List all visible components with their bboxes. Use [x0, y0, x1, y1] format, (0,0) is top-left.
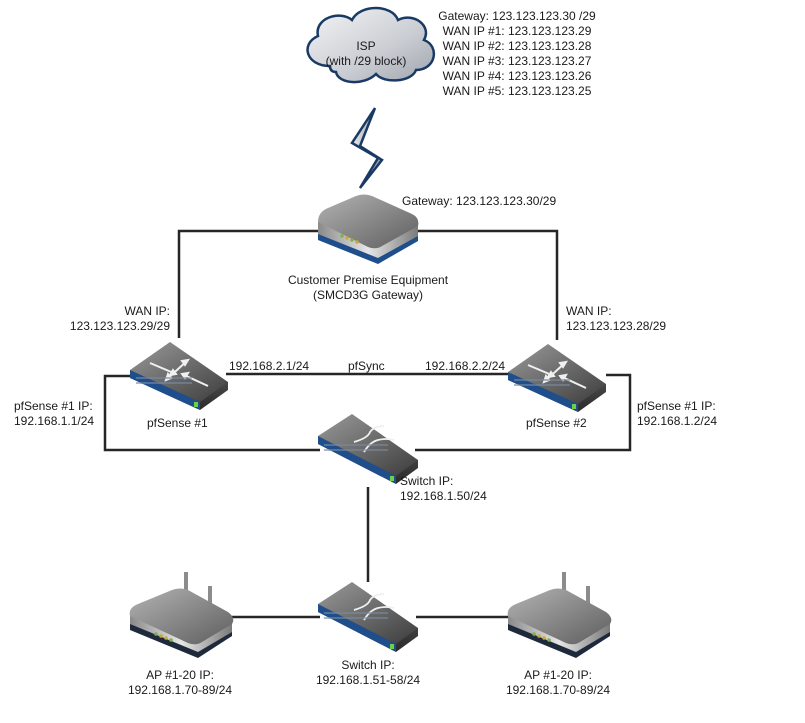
access-point-left-icon: [129, 572, 234, 658]
core-switch-label: Switch IP: 192.168.1.50/24: [400, 474, 487, 504]
wan-ip-2: WAN IP #2: 123.123.123.28: [442, 39, 592, 53]
ap-left-title: AP #1-20 IP:: [146, 668, 214, 682]
pfsense2-router-icon: [508, 344, 606, 412]
isp-label: ISP (with /29 block): [318, 39, 414, 69]
wan-ip-5: WAN IP #5: 123.123.123.25: [442, 84, 592, 98]
wan-link-lightning-icon: [350, 107, 384, 189]
isp-subtitle: (with /29 block): [325, 54, 407, 68]
pfsense1-name: pfSense #1: [147, 416, 208, 430]
isp-title: ISP: [356, 39, 376, 53]
pfsync-label: pfSync: [348, 359, 385, 373]
pfsense1-lan-ip: 192.168.1.1/24: [14, 414, 95, 428]
link-cpe-pfsense1: [177, 229, 320, 338]
cpe-name-line2: (SMCD3G Gateway): [312, 288, 424, 302]
pfsense1-lan-label: pfSense #1 IP: 192.168.1.1/24: [14, 399, 94, 429]
core-switch-icon: [318, 414, 418, 484]
wan-ip-1: WAN IP #1: 123.123.123.29: [442, 24, 592, 38]
cpe-name: Customer Premise Equipment (SMCD3G Gatew…: [268, 273, 468, 303]
pfsense2-sync-ip: 192.168.2.2/24: [425, 359, 506, 373]
pfsense2-wan-ip: 123.123.123.28/29: [566, 319, 667, 333]
pfsense1-router-icon: [130, 342, 228, 410]
core-switch-title: Switch IP:: [400, 474, 454, 488]
links: [103, 229, 632, 619]
access-point-right-icon: [507, 572, 612, 658]
pfsense2-lan-ip: 192.168.1.2/24: [637, 414, 718, 428]
cpe-gateway-label: Gateway: 123.123.123.30/29: [402, 194, 557, 208]
link-pfsense2-core-switch: [415, 373, 632, 452]
pfsense1-wan-label: WAN IP: 123.123.123.29/29: [40, 304, 170, 334]
pfsense2-lan-title: pfSense #1 IP:: [637, 399, 716, 413]
pfsense2-wan-label: WAN IP: 123.123.123.28/29: [566, 304, 666, 334]
pfsense1-lan-title: pfSense #1 IP:: [14, 399, 93, 413]
isp-ip-block: Gateway: 123.123.123.30 /29 WAN IP #1: 1…: [425, 9, 609, 99]
pfsense1-wan-ip: 123.123.123.29/29: [69, 319, 170, 333]
pfsense2-name: pfSense #2: [526, 416, 587, 430]
ap-right-title: AP #1-20 IP:: [524, 668, 592, 682]
isp-gateway: Gateway: 123.123.123.30 /29: [438, 9, 596, 23]
wan-ip-4: WAN IP #4: 123.123.123.26: [442, 69, 592, 83]
pfsense1-sync-ip: 192.168.2.1/24: [229, 359, 310, 373]
cpe-gateway-icon: [318, 194, 419, 264]
link-pfsense1-core-switch: [103, 374, 320, 452]
access-switch-label: Switch IP: 192.168.1.51-58/24: [298, 658, 438, 688]
access-switch-icon: [318, 582, 418, 652]
pfsense1-wan-title: WAN IP:: [124, 304, 170, 318]
wan-ip-3: WAN IP #3: 123.123.123.27: [442, 54, 592, 68]
link-cpe-pfsense2: [418, 229, 559, 340]
ap-right-label: AP #1-20 IP: 192.168.1.70-89/24: [488, 668, 628, 698]
core-switch-ip: 192.168.1.50/24: [400, 489, 487, 503]
ap-right-ip: 192.168.1.70-89/24: [505, 683, 611, 697]
access-switch-title: Switch IP:: [341, 658, 395, 672]
pfsense2-wan-title: WAN IP:: [566, 304, 612, 318]
access-switch-ip: 192.168.1.51-58/24: [315, 673, 421, 687]
cpe-name-line1: Customer Premise Equipment: [287, 273, 449, 287]
ap-left-label: AP #1-20 IP: 192.168.1.70-89/24: [110, 668, 250, 698]
ap-left-ip: 192.168.1.70-89/24: [127, 683, 233, 697]
pfsense2-lan-label: pfSense #1 IP: 192.168.1.2/24: [637, 399, 717, 429]
isp-cloud-icon: [306, 6, 436, 84]
